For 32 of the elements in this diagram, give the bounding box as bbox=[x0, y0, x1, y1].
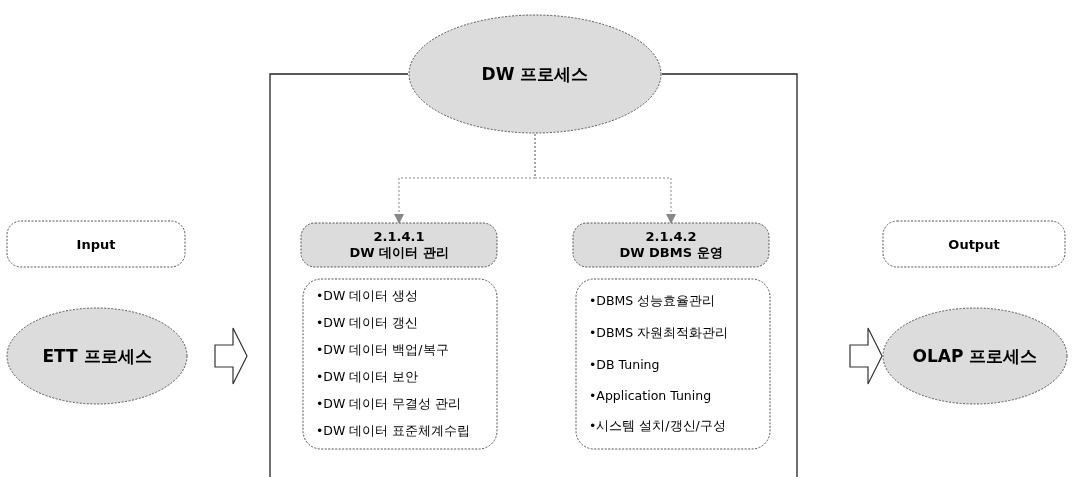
section-header bbox=[572, 222, 770, 268]
list-item: •DW 데이터 생성 bbox=[316, 288, 419, 305]
arrow bbox=[534, 133, 676, 224]
list-item: •DW 데이터 무결성 관리 bbox=[316, 396, 462, 413]
process-ellipse bbox=[408, 14, 662, 134]
task-list bbox=[575, 278, 771, 450]
list-item: •DW 데이터 보안 bbox=[316, 369, 419, 386]
list-item: •DBMS 성능효율관리 bbox=[589, 293, 716, 311]
block-arrow bbox=[214, 327, 248, 385]
list-item: •DB Tuning bbox=[589, 357, 660, 373]
task-list bbox=[302, 278, 498, 450]
list-item: •DBMS 자원최적화관리 bbox=[589, 325, 729, 343]
node-label: DW 프로세스 bbox=[481, 62, 589, 86]
list-item: •DW 데이터 백업/복구 bbox=[316, 342, 449, 359]
node-label: Input bbox=[76, 236, 116, 252]
list-item: •시스템 설치/갱신/구성 bbox=[589, 417, 726, 435]
list-item: •Application Tuning bbox=[589, 387, 712, 403]
process-ellipse bbox=[882, 307, 1068, 405]
input-box bbox=[6, 220, 186, 268]
list-item: •DW 데이터 갱신 bbox=[316, 315, 419, 332]
section-number: 2.1.4.1 bbox=[373, 228, 425, 244]
output-box bbox=[882, 220, 1066, 268]
process-ellipse bbox=[6, 307, 188, 405]
node-label: Output bbox=[948, 236, 1000, 252]
section-header bbox=[300, 222, 498, 268]
list-item: •DW 데이터 표준체계수립 bbox=[316, 423, 471, 440]
node-label: DW DBMS 운영 bbox=[619, 243, 723, 262]
section-number: 2.1.4.2 bbox=[645, 228, 697, 244]
block-arrow bbox=[849, 327, 883, 385]
node-label: OLAP 프로세스 bbox=[912, 344, 1038, 368]
node-label: DW 데이터 관리 bbox=[349, 243, 449, 262]
node-label: ETT 프로세스 bbox=[42, 344, 152, 368]
